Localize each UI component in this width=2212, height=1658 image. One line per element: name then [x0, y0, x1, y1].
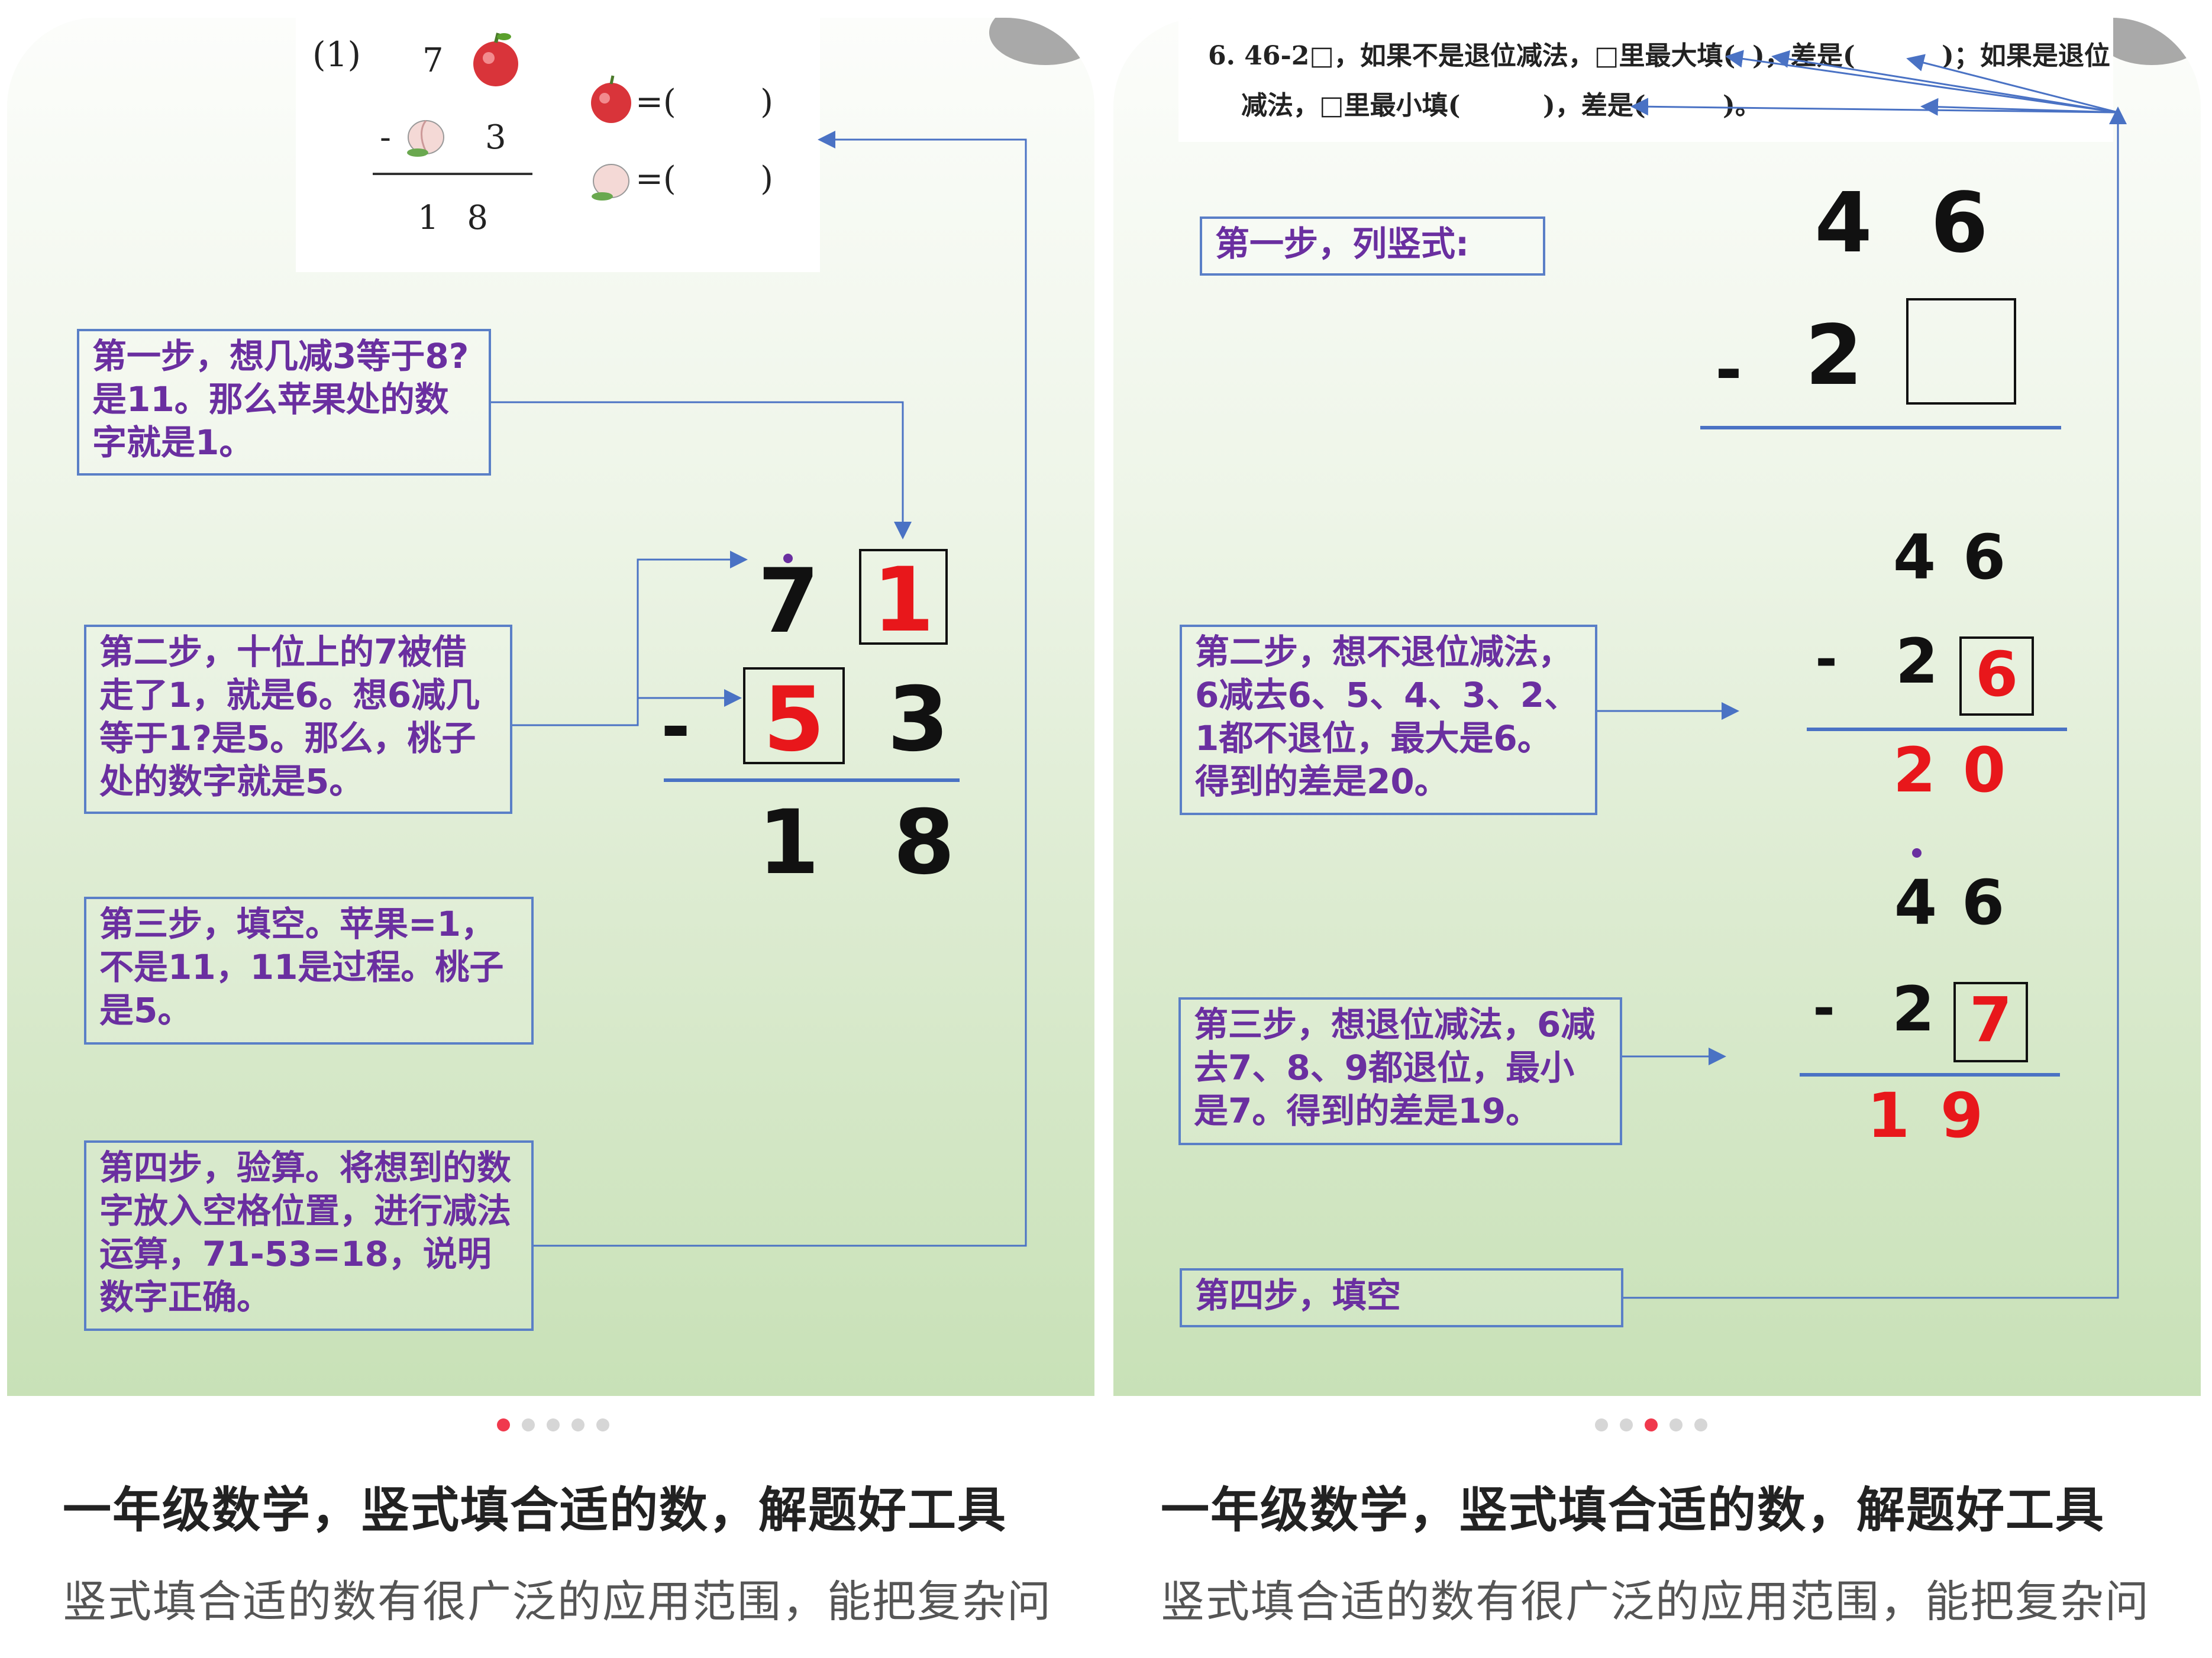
problem-second-number: 3	[485, 118, 506, 157]
calc2-res-ones: 0	[1962, 734, 2006, 806]
calc-minus: -	[661, 686, 690, 768]
pager-dot[interactable]	[596, 1418, 609, 1431]
answer-box	[1959, 636, 2034, 716]
step-4-box: 第四步，验算。将想到的数字放入空格位置，进行减法运算，71-53=18，说明数字…	[84, 1140, 534, 1331]
calc-top-ones: 1	[872, 549, 935, 652]
minus-sign: -	[380, 118, 391, 157]
post-card-left[interactable]: (1) 7 - 3 1 8 =( ) =(	[7, 0, 1094, 1658]
answer-box	[743, 667, 845, 764]
calc1-minus: -	[1715, 332, 1742, 408]
calc1-mid-tens: 2	[1805, 308, 1863, 404]
calc-res-tens: 1	[757, 791, 820, 894]
calc-res-ones: 8	[893, 791, 955, 894]
pager-dot[interactable]	[571, 1418, 585, 1431]
pager-dot[interactable]	[1694, 1418, 1707, 1431]
calc3-mid-tens: 2	[1891, 973, 1935, 1045]
problem-line-1c: )；如果是退位	[1942, 41, 2110, 71]
calc-mid-ones: 3	[887, 668, 950, 771]
calc1-top-tens: 4	[1814, 175, 1872, 272]
calc2-res-tens: 2	[1893, 734, 1936, 806]
step-1-box: 第一步，想几减3等于8?是11。那么苹果处的数字就是1。	[77, 329, 491, 476]
apple-icon	[473, 33, 518, 86]
step-3-box: 第三步，想退位减法，6减去7、8、9都退位，最小是7。得到的差是19。	[1178, 997, 1622, 1145]
problem-line-1a: 6. 46-2□，如果不是退位减法，□里最大填(	[1208, 41, 1736, 71]
problem-result: 1 8	[418, 199, 489, 237]
calc2-top-ones: 6	[1962, 521, 2006, 593]
step-2-box: 第二步，十位上的7被借走了1，就是6。想6减几等于1?是5。那么，桃子处的数字就…	[84, 625, 512, 814]
step-1-box: 第一步，列竖式:	[1200, 216, 1545, 276]
connector-arrows	[1597, 50, 2127, 1299]
post-title[interactable]: 一年级数学，竖式填合适的数，解题好工具	[1161, 1482, 2106, 1539]
peach-icon	[407, 120, 444, 157]
image-slide[interactable]: (1) 7 - 3 1 8 =( ) =(	[7, 18, 1094, 1396]
pager-dot-active[interactable]	[1645, 1418, 1658, 1431]
peach-icon	[592, 164, 629, 201]
calc-line	[1800, 1073, 2060, 1077]
image-slide[interactable]: 6. 46-2□，如果不是退位减法，□里最大填( )，差是( )；如果是退位 减…	[1113, 18, 2201, 1396]
pager-dot[interactable]	[1595, 1418, 1608, 1431]
calc3-minus: -	[1813, 977, 1835, 1039]
post-card-right[interactable]: 6. 46-2□，如果不是退位减法，□里最大填( )，差是( )；如果是退位 减…	[1113, 0, 2201, 1658]
pager-dot-active[interactable]	[497, 1418, 510, 1431]
problem-line-2c: )。	[1723, 91, 1761, 121]
calc2-mid-ones: 6	[1975, 638, 2019, 710]
calc3-mid-ones: 7	[1969, 984, 2013, 1056]
borrow-dot	[1912, 848, 1922, 858]
calc-mid-tens: 5	[763, 668, 825, 771]
problem-line-2b: )，差是(	[1543, 91, 1646, 121]
calc3-res-tens: 1	[1867, 1080, 1910, 1152]
problem-image: 6. 46-2□，如果不是退位减法，□里最大填( )，差是( )；如果是退位 减…	[1178, 18, 2113, 142]
calc-line	[1700, 426, 2061, 429]
problem-image: (1) 7 - 3 1 8 =( ) =(	[296, 18, 820, 272]
calc3-top-tens: 4	[1894, 867, 1937, 939]
answer-box	[859, 549, 948, 645]
calc2-top-tens: 4	[1893, 521, 1936, 593]
post-description[interactable]: 竖式填合适的数有很广泛的应用范围，能把复杂问	[63, 1576, 1052, 1627]
peach-answer-blank: =( )	[635, 160, 774, 198]
calc2-minus: -	[1815, 628, 1838, 690]
pager-dot[interactable]	[1620, 1418, 1633, 1431]
carousel-pager[interactable]	[497, 1418, 621, 1436]
pager-dot[interactable]	[547, 1418, 560, 1431]
answer-box	[1953, 982, 2028, 1062]
calc2-mid-tens: 2	[1895, 625, 1939, 697]
step-2-box: 第二步，想不退位减法，6减去6、5、4、3、2、1都不退位，最大是6。得到的差是…	[1180, 625, 1597, 815]
post-title[interactable]: 一年级数学，竖式填合适的数，解题好工具	[63, 1482, 1007, 1539]
problem-line	[373, 173, 532, 175]
apple-answer-blank: =( )	[635, 83, 774, 121]
borrow-dot	[783, 554, 793, 563]
problem-line-1b: )，差是(	[1752, 41, 1855, 71]
calc3-res-ones: 9	[1940, 1080, 1984, 1152]
calc-line	[664, 778, 960, 782]
problem-top-number: 7	[422, 41, 444, 80]
post-description[interactable]: 竖式填合适的数有很广泛的应用范围，能把复杂问	[1161, 1576, 2150, 1627]
calc3-top-ones: 6	[1961, 867, 2005, 939]
step-3-box: 第三步，填空。苹果=1，不是11，11是过程。桃子是5。	[84, 897, 534, 1045]
apple-icon	[591, 75, 631, 123]
calc-top-tens: 7	[757, 550, 820, 653]
calc-line	[1807, 728, 2067, 731]
pager-dot[interactable]	[522, 1418, 535, 1431]
step-4-box: 第四步，填空	[1180, 1268, 1623, 1327]
problem-label: (1)	[312, 34, 361, 75]
calc1-top-ones: 6	[1930, 175, 1988, 272]
blank-square	[1906, 298, 2016, 405]
carousel-pager[interactable]	[1595, 1418, 1719, 1436]
connector-arrows	[491, 131, 1027, 1247]
pager-dot[interactable]	[1670, 1418, 1683, 1431]
problem-line-2a: 减法，□里最小填(	[1241, 91, 1461, 121]
